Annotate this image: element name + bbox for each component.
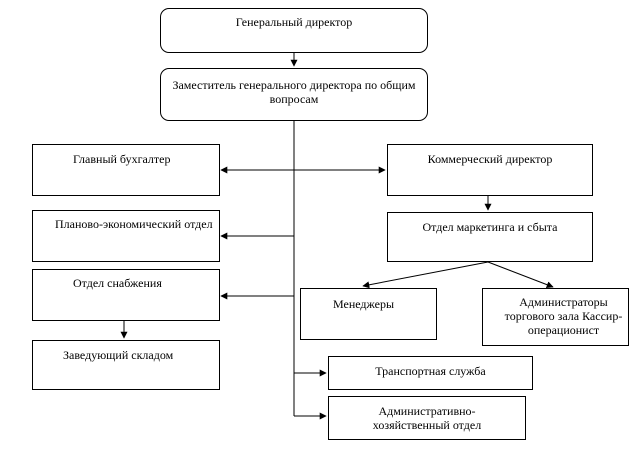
node-deputy-label: Заместитель генерального директора по об… — [172, 78, 416, 106]
arrow-marketing-to-administrators — [487, 261, 554, 289]
node-planning-economic-department: Планово-экономический отдел — [32, 210, 220, 262]
node-warehouse-manager: Заведующий складом — [32, 340, 220, 390]
node-hall-administrators: Администраторы торгового зала Кассир-опе… — [482, 288, 629, 346]
node-warehouse-label: Заведующий складом — [63, 348, 174, 362]
node-supply-department: Отдел снабжения — [32, 269, 220, 321]
node-planning-label: Планово-экономический отдел — [55, 217, 213, 231]
node-admin-household-department: Административно-хозяйственный отдел — [328, 396, 526, 440]
node-administrators-label: Администраторы торгового зала Кассир-опе… — [504, 295, 623, 337]
node-chief-accountant: Главный бухгалтер — [32, 144, 220, 196]
node-marketing-label: Отдел маркетинга и сбыта — [422, 220, 558, 234]
node-supply-label: Отдел снабжения — [73, 276, 162, 290]
node-general-director: Генеральный директор — [160, 8, 428, 53]
node-transport-label: Транспортная служба — [375, 364, 486, 378]
node-managers-label: Менеджеры — [333, 297, 395, 311]
node-commercial-director-label: Коммерческий директор — [427, 152, 553, 166]
node-deputy-general-director: Заместитель генерального директора по об… — [160, 68, 428, 121]
node-marketing-sales-department: Отдел маркетинга и сбыта — [387, 212, 593, 262]
arrow-marketing-to-managers — [362, 261, 489, 289]
node-admin-household-label: Административно-хозяйственный отдел — [372, 404, 482, 432]
node-general-director-label: Генеральный директор — [235, 15, 353, 29]
node-managers: Менеджеры — [300, 288, 437, 340]
node-chief-accountant-label: Главный бухгалтер — [73, 152, 171, 166]
node-commercial-director: Коммерческий директор — [387, 144, 593, 196]
node-transport-service: Транспортная служба — [328, 356, 533, 390]
